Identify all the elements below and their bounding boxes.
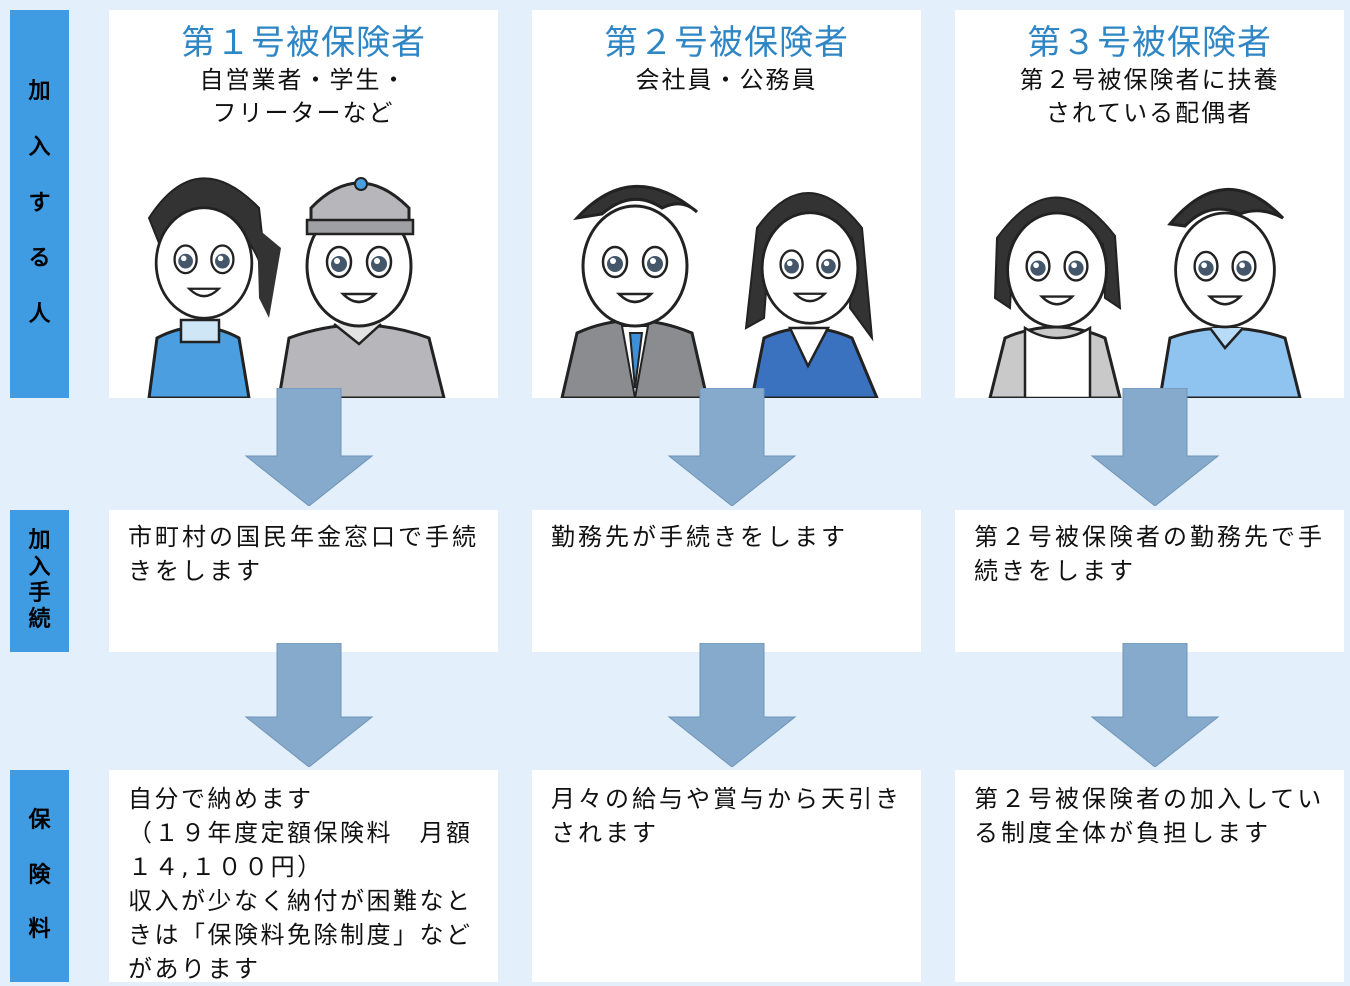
sidebar-char: 入	[28, 554, 51, 580]
procedure-text: 勤務先が手続きをします	[551, 523, 848, 551]
sidebar-label-premium: 保 険 料	[10, 770, 69, 982]
premium-text: （１９年度定額保険料 月額１４,１００円）	[128, 819, 473, 881]
sidebar-char: 手	[28, 581, 51, 606]
card-subtitle-line: フリーターなど	[212, 99, 395, 127]
premium-text: 第２号被保険者の加入している制度全体が負担します	[974, 785, 1325, 847]
office-workers-illustration	[560, 184, 879, 398]
sidebar-char: す	[28, 190, 51, 216]
premium-text: 自分で納めます	[128, 785, 314, 813]
sidebar-label-join: 加 入 す る 人	[10, 10, 69, 398]
procedure-card-3: 第２号被保険者の勤務先で手続きをします	[955, 510, 1344, 652]
premium-text: 月々の給与や賞与から天引きされます	[551, 785, 902, 847]
arrow-down-icon	[244, 643, 374, 767]
sidebar-label-procedure: 加 入 手 続	[10, 510, 69, 652]
arrow-down-icon	[1090, 643, 1220, 767]
arrow-down-icon	[1090, 388, 1220, 506]
sidebar-char: 続	[28, 607, 51, 633]
arrow-down-icon	[244, 388, 374, 506]
spouse-couple-illustration	[988, 187, 1302, 398]
sidebar-char: 加	[28, 528, 51, 554]
student-and-worker-illustration	[147, 177, 446, 398]
sidebar-char: る	[28, 246, 51, 272]
procedure-card-2: 勤務先が手続きをします	[532, 510, 921, 652]
arrow-down-icon	[667, 388, 797, 506]
insured-type-3-card: 第３号被保険者 第２号被保険者に扶養 されている配偶者	[955, 10, 1344, 398]
premium-card-3: 第２号被保険者の加入している制度全体が負担します	[955, 770, 1344, 982]
card-title: 第１号被保険者	[181, 23, 426, 63]
card-subtitle-line: 会社員・公務員	[635, 66, 818, 94]
premium-text: 収入が少なく納付が困難なときは「保険料免除制度」などがあります	[128, 887, 473, 983]
sidebar-char: 入	[28, 135, 51, 161]
procedure-text: 市町村の国民年金窓口で手続きをします	[128, 523, 479, 585]
insured-type-2-card: 第２号被保険者 会社員・公務員	[532, 10, 921, 398]
card-subtitle-line: されている配偶者	[1045, 99, 1254, 127]
sidebar-char: 料	[28, 917, 51, 943]
card-title: 第２号被保険者	[604, 23, 849, 63]
sidebar-char: 険	[28, 862, 51, 888]
premium-card-1: 自分で納めます （１９年度定額保険料 月額１４,１００円） 収入が少なく納付が困…	[109, 770, 498, 983]
sidebar-char: 人	[28, 302, 51, 328]
procedure-text: 第２号被保険者の勤務先で手続きをします	[974, 523, 1325, 585]
card-subtitle-line: 自営業者・学生・	[199, 66, 408, 94]
sidebar-char: 加	[28, 79, 51, 105]
sidebar-char: 保	[28, 808, 51, 834]
insured-type-1-card: 第１号被保険者 自営業者・学生・ フリーターなど	[109, 10, 498, 398]
card-subtitle-line: 第２号被保険者に扶養	[1019, 66, 1280, 94]
card-title: 第３号被保険者	[1027, 23, 1272, 63]
procedure-card-1: 市町村の国民年金窓口で手続きをします	[109, 510, 498, 652]
premium-card-2: 月々の給与や賞与から天引きされます	[532, 770, 921, 982]
arrow-down-icon	[667, 643, 797, 767]
